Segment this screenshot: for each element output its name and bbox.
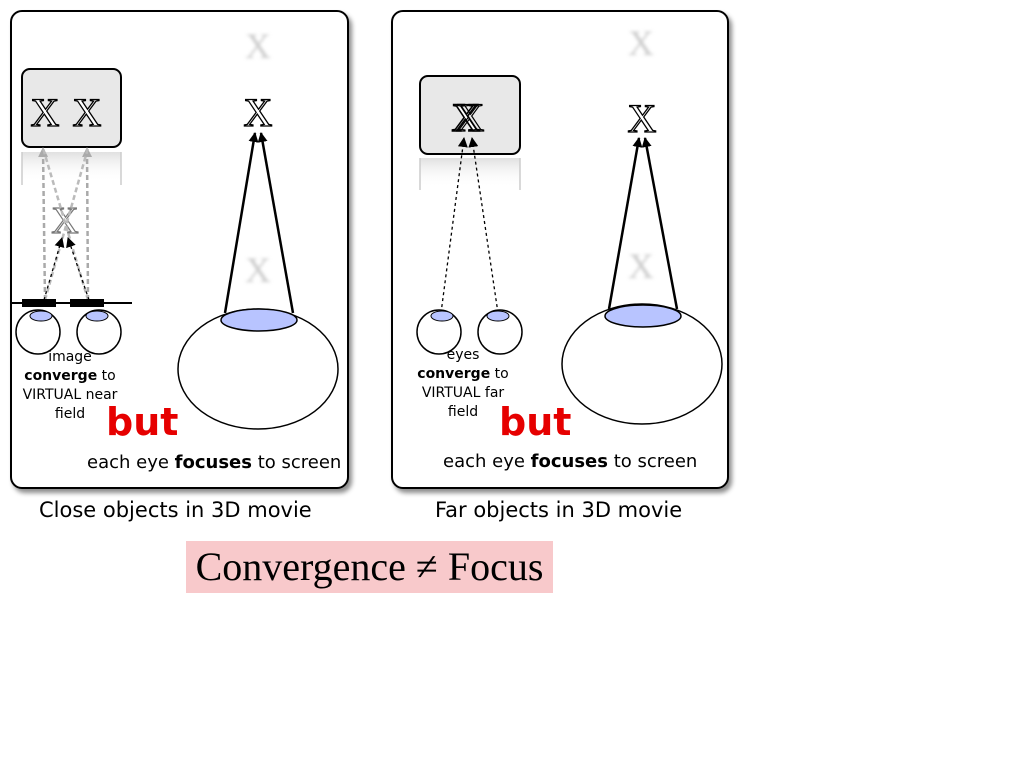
focus-line	[607, 137, 643, 310]
focus-line	[257, 132, 295, 314]
virtual-text: VIRTUAL far	[421, 385, 505, 401]
glasses-lens-left	[22, 299, 56, 307]
big-eye	[561, 303, 723, 425]
right-pupil	[85, 310, 109, 322]
eye-to-virtual-line	[43, 237, 65, 301]
converge-suffix: to	[97, 368, 116, 384]
screen-x-mark: X	[73, 90, 102, 135]
ghost-x-mark: X	[245, 250, 271, 290]
eyes-label: eyes	[446, 347, 480, 363]
field-text: field	[447, 404, 479, 420]
left-pupil	[29, 310, 53, 322]
focus-word: focuses	[174, 452, 252, 473]
converge-line: converge to	[407, 365, 519, 384]
focus-line	[641, 137, 679, 310]
focus-suffix: to screen	[251, 452, 342, 473]
big-eye-pupil	[604, 304, 682, 328]
screen-box	[21, 68, 122, 148]
screen-reflection	[22, 152, 121, 182]
screen-x-mark: X	[452, 95, 481, 140]
ghost-x-mark: X	[628, 23, 654, 63]
eye-to-virtual-line	[66, 237, 90, 301]
field-text: field	[54, 406, 86, 422]
left-pupil	[430, 310, 454, 322]
ghost-x-mark: X	[628, 246, 654, 286]
focus-target-x-mark: X	[628, 96, 657, 141]
screen-box	[419, 75, 521, 155]
convergence-line	[43, 147, 90, 301]
screen-x-mark: X	[31, 90, 60, 135]
but-label: but	[106, 400, 179, 444]
caption-close-objects: Close objects in 3D movie	[39, 498, 312, 522]
screen-x-mark-overlap: X	[456, 95, 485, 140]
converge-word: converge	[24, 368, 98, 384]
converge-line: converge to	[14, 367, 126, 386]
focus-suffix: to screen	[607, 451, 698, 472]
left-eye	[416, 309, 462, 355]
ghost-x-mark: X	[245, 26, 271, 66]
convergence-caption-left: image converge to VIRTUAL near field	[14, 348, 126, 424]
glasses-lens-right	[70, 299, 104, 307]
right-eye	[76, 309, 122, 355]
focus-prefix: each eye	[87, 452, 175, 473]
focus-word: focuses	[530, 451, 608, 472]
screen-reflection	[420, 158, 520, 188]
focus-line	[223, 132, 259, 314]
converge-suffix: to	[490, 366, 509, 382]
convergence-caption-right: eyes converge to VIRTUAL far field	[407, 346, 519, 422]
caption-far-objects: Far objects in 3D movie	[435, 498, 683, 522]
converge-word: converge	[417, 366, 491, 382]
focus-statement: each eye focuses to screen	[443, 451, 697, 472]
eyes-label: image	[48, 349, 92, 365]
but-label: but	[499, 400, 572, 444]
right-eye	[477, 309, 523, 355]
right-pupil	[486, 310, 510, 322]
convergence-line	[82, 147, 93, 301]
focus-target-x-mark: X	[244, 90, 273, 135]
virtual-text: VIRTUAL near	[22, 387, 118, 403]
big-eye-pupil	[220, 308, 298, 332]
left-eye	[15, 309, 61, 355]
convergence-focus-banner: Convergence ≠ Focus	[186, 541, 553, 593]
convergence-line	[38, 147, 49, 301]
focus-prefix: each eye	[443, 451, 531, 472]
focus-statement: each eye focuses to screen	[87, 452, 341, 473]
